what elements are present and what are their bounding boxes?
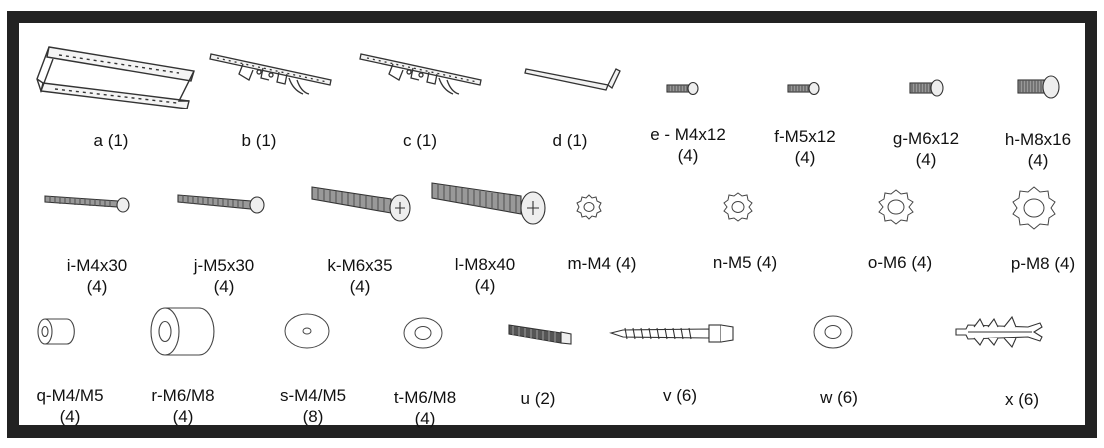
part-quantity: (4) [1027, 151, 1049, 170]
part-quantity: (4) [414, 409, 436, 428]
wall-anchor-icon [955, 315, 1043, 349]
part-label-u: u (2) [468, 388, 608, 409]
part-label-o: o-M6 (4) [830, 252, 970, 273]
part-name: w (6) [820, 388, 858, 407]
part-name: v (6) [663, 386, 697, 405]
lock-washer-icon [576, 194, 602, 220]
part-name: r-M6/M8 [151, 386, 215, 405]
part-label-t: t-M6/M8 (4) [355, 387, 495, 429]
part-quantity: (4) [59, 407, 81, 426]
part-quantity: (4) [213, 277, 235, 296]
screw-icon [909, 79, 944, 97]
part-name: l-M8x40 [454, 255, 516, 274]
safety-strap-icon [508, 324, 572, 345]
part-name: j-M5x30 [193, 256, 255, 275]
part-label-h: h-M8x16 (4) [968, 129, 1104, 171]
part-name: p-M8 (4) [1010, 254, 1076, 273]
part-name: h-M8x16 [1004, 130, 1072, 149]
part-quantity: (4) [915, 150, 937, 169]
screw-icon [177, 194, 265, 214]
allen-key-icon [524, 68, 621, 91]
part-label-r: r-M6/M8 (4) [113, 385, 253, 427]
part-quantity: (4) [677, 146, 699, 165]
part-name: n-M5 (4) [712, 253, 778, 272]
part-label-i: i-M4x30 (4) [27, 255, 167, 297]
part-label-s: s-M4/M5 (8) [243, 385, 383, 427]
part-name: s-M4/M5 [279, 386, 347, 405]
part-name: a (1) [93, 131, 129, 150]
part-label-q: q-M4/M5 (4) [0, 385, 140, 427]
part-name: m-M4 (4) [567, 254, 637, 273]
part-name: i-M4x30 [66, 256, 128, 275]
part-label-n: n-M5 (4) [675, 252, 815, 273]
screw-icon [787, 81, 820, 95]
bracket-frame-icon [36, 46, 195, 109]
part-label-p: p-M8 (4) [973, 253, 1104, 274]
part-name: e - M4x12 [650, 125, 726, 144]
part-quantity: (4) [86, 277, 108, 296]
part-label-k: k-M6x35 (4) [290, 255, 430, 297]
part-name: q-M4/M5 [36, 386, 104, 405]
part-name: x (6) [1005, 390, 1039, 409]
part-quantity: (4) [474, 276, 496, 295]
part-label-c: c (1) [350, 130, 490, 151]
screw-icon [666, 81, 699, 95]
part-label-m: m-M4 (4) [532, 253, 672, 274]
part-label-w: w (6) [769, 387, 909, 408]
part-label-e: e - M4x12 (4) [618, 124, 758, 166]
flat-washer-icon [813, 315, 853, 349]
part-name: o-M6 (4) [867, 253, 933, 272]
lock-washer-icon [723, 192, 753, 222]
part-name: t-M6/M8 [393, 388, 457, 407]
parts-sheet: a (1) b (1) c (1) d (1) e - M4x12 (4) f-M… [19, 23, 1085, 428]
screw-icon [1017, 75, 1060, 99]
part-quantity: (8) [302, 407, 324, 426]
part-label-a: a (1) [41, 130, 181, 151]
screw-icon [311, 186, 411, 222]
part-name: c (1) [403, 131, 437, 150]
flat-washer-icon [403, 317, 443, 349]
part-name: b (1) [241, 131, 277, 150]
spacer-icon [37, 318, 75, 345]
part-quantity: (4) [172, 407, 194, 426]
lock-washer-icon [878, 189, 914, 225]
part-label-d: d (1) [500, 130, 640, 151]
screw-icon [431, 182, 546, 225]
spacer-icon [150, 307, 215, 356]
part-label-g: g-M6x12 (4) [856, 128, 996, 170]
part-name: f-M5x12 [774, 127, 836, 146]
part-quantity: (4) [349, 277, 371, 296]
mounting-arm-icon [209, 53, 332, 95]
part-name: g-M6x12 [892, 129, 960, 148]
part-label-j: j-M5x30 (4) [154, 255, 294, 297]
lock-washer-icon [1012, 186, 1056, 230]
part-name: d (1) [552, 131, 588, 150]
lag-bolt-icon [609, 324, 734, 343]
part-label-b: b (1) [189, 130, 329, 151]
part-label-v: v (6) [610, 385, 750, 406]
part-name: u (2) [520, 389, 556, 408]
flat-washer-icon [284, 313, 330, 349]
screw-icon [44, 195, 130, 213]
part-label-x: x (6) [952, 389, 1092, 410]
part-label-f: f-M5x12 (4) [735, 126, 875, 168]
part-quantity: (4) [794, 148, 816, 167]
part-label-l: l-M8x40 (4) [415, 254, 555, 296]
part-name: k-M6x35 [327, 256, 393, 275]
mounting-arm-icon [359, 53, 482, 95]
